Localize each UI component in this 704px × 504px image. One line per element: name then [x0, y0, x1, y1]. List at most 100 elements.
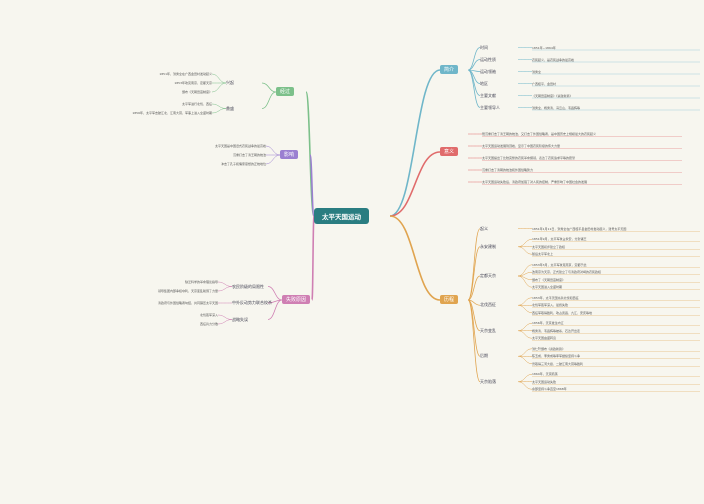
jingguo-leaf-1-0[interactable]: 太平军进行北伐、西征 — [181, 102, 212, 106]
connector — [517, 381, 533, 390]
connector — [389, 69, 441, 217]
branch-licheng[interactable]: 历程 — [440, 295, 459, 304]
connector — [517, 305, 533, 313]
licheng-leaf-6-0[interactable]: 1864年，天京陷落 — [532, 372, 558, 377]
jieshao-sub-3[interactable]: 地区 — [480, 80, 488, 86]
yingxiang-leaf-0-0[interactable]: 太平天国是中国旧式农民战争的最高峰 — [214, 144, 266, 148]
connector — [467, 69, 481, 108]
shibai-sub-1[interactable]: 中外反动势力联合绞杀 — [232, 300, 272, 305]
connector — [517, 239, 533, 247]
connector — [267, 286, 283, 301]
licheng-leaf-6-1[interactable]: 太平天国运动失败 — [532, 379, 557, 384]
shibai-leaf-0-0[interactable]: 缺乏科学的革命理论指导 — [184, 280, 218, 284]
jieshao-leaf-2-0[interactable]: 洪秀全 — [532, 69, 542, 74]
yiyi-leaf-4-0[interactable]: 太平天国运动失败后，清政府加强了对人民的控制，严重影响了中国社会的发展 — [482, 180, 588, 184]
yiyi-leaf-3-0[interactable]: 沉重打击了清朝的统治和外国侵略势力 — [482, 168, 534, 172]
licheng-leaf-6-2[interactable]: 余部坚持斗争直至1868年 — [532, 387, 567, 392]
branch-shibai[interactable]: 失败原因 — [282, 295, 311, 304]
yingxiang-leaf-0-1[interactable]: 沉重打击了清王朝的统治 — [232, 153, 266, 157]
connector — [217, 286, 233, 292]
jieshao-leaf-4-0[interactable]: 《天朝田亩制度》《资政新篇》 — [532, 93, 573, 98]
jieshao-leaf-1-0[interactable]: 农民起义，是农民战争的最高峰 — [532, 57, 575, 62]
branch-yiyi[interactable]: 意义 — [440, 147, 459, 156]
connector — [267, 299, 283, 320]
licheng-leaf-5-0[interactable]: 洪仁玕颁布《资政新篇》 — [532, 346, 566, 351]
licheng-sub-1[interactable]: 永安建制 — [480, 243, 496, 249]
licheng-sub-4[interactable]: 天京变乱 — [480, 327, 496, 333]
jingguo-leaf-0-0[interactable]: 1851年，洪秀全在广西金田村发动起义 — [159, 72, 212, 76]
jieshao-sub-5[interactable]: 主要领导人 — [480, 104, 500, 110]
licheng-leaf-4-0[interactable]: 1856年，天京发生内讧 — [532, 321, 564, 326]
shibai-leaf-1-0[interactable]: 清政府与外国侵略者勾结，共同镇压太平天国 — [157, 301, 218, 305]
connector — [517, 297, 533, 306]
connector — [467, 299, 481, 357]
licheng-leaf-5-2[interactable]: 曾取得三河大捷、二破江南大营等胜利 — [532, 361, 584, 366]
licheng-leaf-5-1[interactable]: 陈玉成、李秀成等率军继续坚持斗争 — [532, 354, 581, 359]
licheng-leaf-2-0[interactable]: 1853年3月，太平军攻克南京，定都于此 — [532, 262, 587, 267]
yingxiang-leaf-0-2[interactable]: 冲击了孔子和儒家思想的正统地位 — [220, 162, 266, 166]
jieshao-leaf-5-0[interactable]: 洪秀全、杨秀清、冯云山、韦昌辉等 — [532, 105, 581, 110]
jieshao-leaf-0-0[interactable]: 1851年~1864年 — [532, 45, 556, 50]
connector — [211, 73, 227, 84]
jingguo-sub-1[interactable]: 鼎盛 — [226, 105, 234, 111]
root-node[interactable]: 太平天国运动 — [314, 208, 369, 224]
jingguo-sub-0[interactable]: 兴起 — [226, 80, 234, 85]
jieshao-sub-0[interactable]: 时间 — [480, 44, 488, 50]
connector — [211, 103, 227, 109]
branch-jieshao[interactable]: 简介 — [440, 65, 459, 74]
connector — [517, 348, 533, 357]
jieshao-leaf-3-0[interactable]: 广西桂平、金田村 — [532, 81, 557, 86]
connector — [517, 374, 533, 382]
licheng-sub-3[interactable]: 北伐西征 — [480, 302, 496, 308]
jieshao-sub-2[interactable]: 运动领袖 — [480, 68, 496, 74]
connector — [261, 82, 277, 93]
licheng-leaf-4-2[interactable]: 太平天国由盛转衰 — [532, 336, 557, 341]
connector — [517, 246, 533, 255]
branch-jingguo[interactable]: 经过 — [276, 87, 295, 96]
connector — [467, 47, 481, 71]
shibai-leaf-0-1[interactable]: 领导集团内部争权夺利，天京变乱削弱了力量 — [157, 289, 218, 293]
licheng-sub-6[interactable]: 天京陷落 — [480, 378, 496, 384]
connector — [217, 319, 233, 325]
jingguo-leaf-1-1[interactable]: 1856年，太平军击破江北、江南大营，军事上进入全盛时期 — [132, 111, 212, 115]
connector — [211, 108, 227, 114]
licheng-leaf-1-2[interactable]: 随后太平军北上 — [532, 252, 554, 257]
licheng-leaf-2-2[interactable]: 颁布了《天朝田亩制度》 — [532, 277, 566, 282]
jingguo-leaf-0-2[interactable]: 颁布《天朝田亩制度》 — [181, 90, 212, 94]
yiyi-leaf-1-0[interactable]: 太平天国运动发展到顶峰，显示了中国农民阶级的伟大力量 — [482, 144, 561, 148]
licheng-leaf-2-3[interactable]: 太平天国进入全盛时期 — [532, 285, 563, 290]
licheng-leaf-3-1[interactable]: 北伐军孤军深入，最终失败 — [532, 303, 569, 308]
licheng-sub-5[interactable]: 后期 — [480, 353, 488, 359]
connector — [211, 82, 227, 93]
shibai-leaf-2-1[interactable]: 西征兵力分散 — [199, 322, 218, 326]
connector — [265, 154, 281, 165]
yiyi-leaf-2-0[interactable]: 太平天国提出了比较完整的农民革命纲领，表达了农民追求平等的愿望 — [482, 156, 576, 160]
licheng-leaf-2-1[interactable]: 改南京为天京，正式建立了与清政府对峙的农民政权 — [532, 270, 602, 275]
connector — [517, 330, 533, 339]
shibai-sub-0[interactable]: 农民阶级的局限性 — [232, 283, 264, 289]
jieshao-sub-4[interactable]: 主要文献 — [480, 92, 496, 98]
jingguo-leaf-0-1[interactable]: 1853年攻克南京，定都天京 — [174, 81, 212, 85]
jieshao-sub-1[interactable]: 运动性质 — [480, 56, 496, 62]
connector — [261, 91, 277, 109]
connector — [389, 151, 441, 217]
connector — [467, 246, 481, 301]
shibai-sub-2[interactable]: 战略失误 — [232, 316, 248, 322]
licheng-leaf-3-2[interactable]: 西征军取得胜利，攻占武昌、九江、安庆等地 — [532, 310, 593, 315]
connector — [467, 275, 481, 301]
licheng-leaf-4-1[interactable]: 杨秀清、韦昌辉等被杀，石达开出走 — [532, 328, 581, 333]
connector — [309, 154, 315, 217]
licheng-leaf-1-0[interactable]: 1851年9月，太平军攻占永安，分封诸王 — [532, 237, 587, 242]
shibai-leaf-2-0[interactable]: 北伐孤军深入 — [199, 313, 218, 317]
licheng-leaf-0-0[interactable]: 1851年1月11日，洪秀全在广西桂平县金田村发动起义，建号太平天国 — [532, 226, 627, 231]
branch-yingxiang[interactable]: 影响 — [280, 150, 299, 159]
licheng-sub-0[interactable]: 起义 — [480, 225, 488, 231]
yiyi-leaf-0-0[interactable]: 既沉重打击了清王朝的统治，又打击了外国侵略者，是中国历史上规模最大的农民起义 — [482, 132, 597, 136]
licheng-leaf-3-0[interactable]: 1853年，太平天国派兵北伐和西征 — [532, 295, 579, 300]
licheng-leaf-1-1[interactable]: 太平天国初步建立了政权 — [532, 244, 566, 249]
connector — [389, 215, 441, 301]
connector — [467, 299, 481, 383]
licheng-sub-2[interactable]: 定都天京 — [480, 273, 496, 278]
connector — [517, 275, 533, 288]
